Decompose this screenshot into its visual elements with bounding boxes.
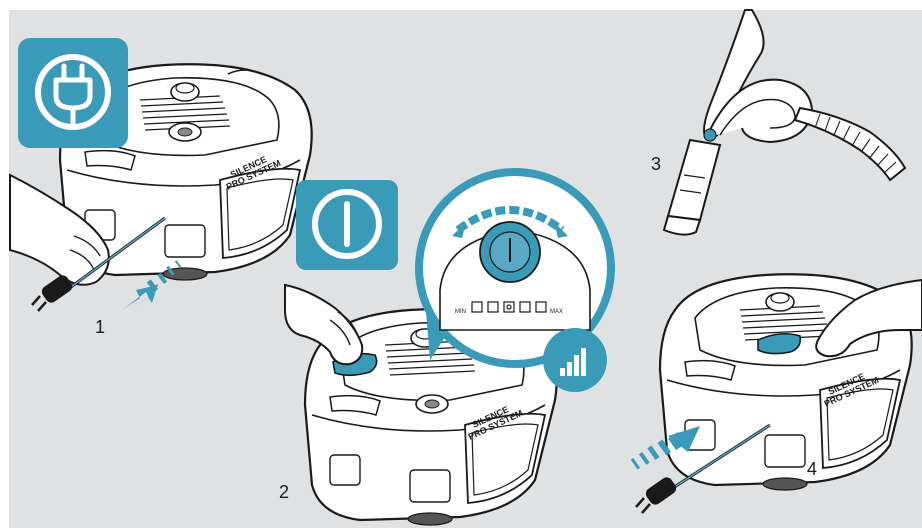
step4-plug xyxy=(635,477,677,514)
dial-max-label: MAX xyxy=(550,309,563,315)
signal-bars-icon xyxy=(543,328,607,392)
step-number-4: 4 xyxy=(807,459,818,479)
step-number-2: 2 xyxy=(279,482,290,502)
step1-hand xyxy=(9,173,110,286)
power-switch-icon xyxy=(296,180,398,270)
step-number-1: 1 xyxy=(95,317,106,337)
power-plug-icon xyxy=(18,38,128,148)
step1-vacuum: SILENCE PRO SYSTEM xyxy=(58,63,313,282)
step3-hose xyxy=(662,9,907,236)
step2-vacuum: SILENCE PRO SYSTEM xyxy=(303,308,558,527)
step1-plug xyxy=(31,275,73,312)
step4-hand xyxy=(815,278,922,358)
step4-arrow xyxy=(630,426,700,470)
dial-zoom-bubble: MIN MAX xyxy=(415,168,615,368)
step2-hand xyxy=(284,283,364,366)
step1-arrow xyxy=(122,260,182,312)
step4-vacuum: SILENCE PRO SYSTEM xyxy=(658,273,913,492)
step-number-3: 3 xyxy=(651,154,662,174)
dial-min-label: MIN xyxy=(455,309,466,315)
